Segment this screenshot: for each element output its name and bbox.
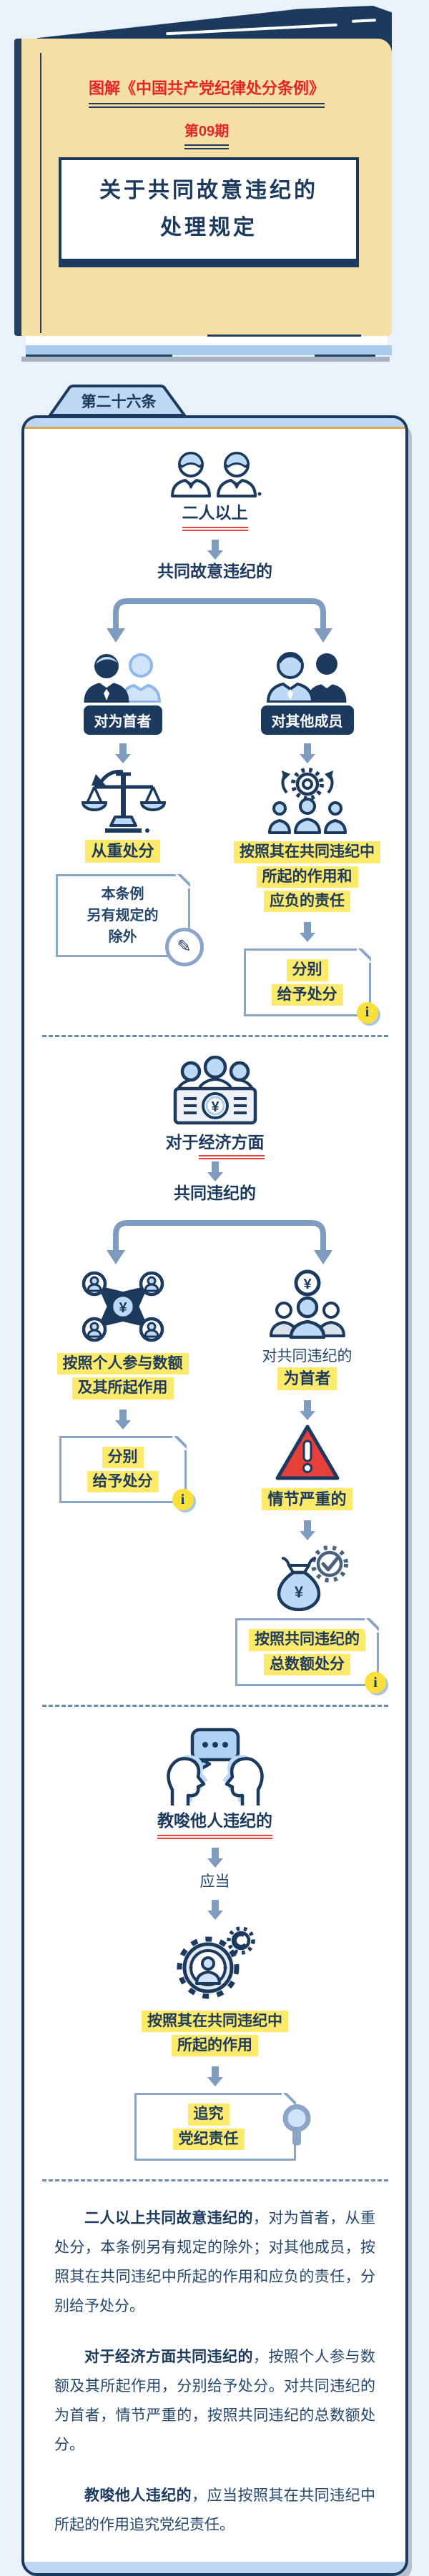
group-with-coin-icon: ¥ bbox=[269, 1269, 345, 1339]
flow3-modal-label: 应当 bbox=[199, 1873, 230, 1890]
arrow-down-icon bbox=[211, 1899, 219, 1911]
branch-arrows-icon bbox=[107, 1220, 332, 1265]
section-divider bbox=[41, 1034, 388, 1037]
svg-text:¥: ¥ bbox=[303, 1277, 312, 1292]
flow2-right-subject-bold: 为首者 bbox=[277, 1367, 337, 1390]
series-title: 图解《中国共产党纪律处分条例》 bbox=[21, 76, 392, 108]
page-edge-white bbox=[26, 336, 388, 345]
page-edge-line bbox=[207, 335, 361, 337]
page-edge-shadow bbox=[21, 357, 390, 362]
flow1-left-subject-pill: 对为首者 bbox=[83, 705, 162, 735]
arrow-down-icon bbox=[211, 539, 219, 550]
flow-section-3: 教唆他人违纪的 应当 按照其在共同违纪中 所起的作用 bbox=[24, 1725, 405, 2161]
card-bottom-strip bbox=[24, 2561, 405, 2573]
flow2-left-result-note: 分别 给予处分 i bbox=[59, 1435, 194, 1511]
arrow-down-icon bbox=[303, 743, 311, 755]
flow2-columns: ¥ 按照个人参与数额 及其所起作用 分别 给予处分 i bbox=[24, 1269, 405, 1694]
article-tab: 第二十六条 bbox=[47, 384, 190, 417]
summary-paragraph-1: 二人以上共同故意违纪的，对为首者，从重处分，本条例另有规定的除外；对其他成员，按… bbox=[54, 2210, 376, 2314]
issue-number: 第09期 bbox=[21, 119, 392, 149]
flow2-start-label: 对于经济方面 bbox=[166, 1132, 265, 1159]
gears-person-icon bbox=[177, 1926, 255, 1999]
card-top-strip bbox=[24, 418, 405, 429]
summary-paragraph-2: 对于经济方面共同违纪的，按照个人参与数额及其所起作用，分别给予处分。对共同违纪的… bbox=[54, 2348, 376, 2453]
info-icon: i bbox=[365, 1672, 386, 1694]
flow1-right-basis: 按照其在共同违纪中 所起的作用和 应负的责任 bbox=[234, 840, 380, 913]
flow3-start-label: 教唆他人违纪的 bbox=[157, 1811, 272, 1839]
flow2-left-branch: ¥ 按照个人参与数额 及其所起作用 分别 给予处分 i bbox=[31, 1269, 214, 1686]
pencil-icon: ✎ bbox=[164, 927, 204, 966]
money-group-icon: ¥ bbox=[173, 1055, 257, 1125]
arrow-down-icon bbox=[119, 1409, 127, 1420]
branch-arrows-icon bbox=[107, 598, 332, 643]
flow1-left-branch: 对为首者 bbox=[31, 647, 214, 1016]
flow3-basis: 按照其在共同违纪中 所起的作用 bbox=[142, 2009, 288, 2059]
flow1-start-label: 二人以上 bbox=[182, 503, 248, 531]
flow1-right-branch: 对其他成员 bbox=[216, 647, 398, 1024]
page-edge-line bbox=[315, 355, 375, 357]
tab-shape bbox=[49, 385, 186, 417]
dogear-icon bbox=[281, 2093, 296, 2108]
flow2-condition-label: 共同违纪的 bbox=[174, 1183, 256, 1202]
arrow-down-icon bbox=[303, 1520, 311, 1532]
other-members-icon bbox=[266, 652, 346, 703]
summary-text: 二人以上共同故意违纪的，对为首者，从重处分，本条例另有规定的除外；对其他成员，按… bbox=[24, 2194, 405, 2540]
section-divider bbox=[41, 2179, 388, 2182]
info-icon: i bbox=[172, 1489, 194, 1511]
flow1-right-subject-pill: 对其他成员 bbox=[260, 705, 354, 735]
page-title-line1: 关于共同故意违纪的 bbox=[99, 178, 318, 202]
page-title-line2: 处理规定 bbox=[160, 216, 257, 239]
arrow-down-icon bbox=[303, 922, 311, 933]
money-network-icon: ¥ bbox=[82, 1271, 164, 1342]
gear-team-icon bbox=[267, 768, 347, 835]
scale-of-justice-icon bbox=[81, 770, 166, 833]
arrow-down-icon bbox=[211, 1161, 219, 1172]
section-divider bbox=[41, 1705, 388, 1708]
flow2-right-subject-plain: 对共同违纪的 bbox=[262, 1348, 352, 1365]
spine-line bbox=[40, 53, 41, 333]
ringleader-icon bbox=[84, 653, 161, 703]
flow3-result-note: 追究 党纪责任 bbox=[134, 2093, 310, 2161]
dogear-icon bbox=[365, 1618, 379, 1633]
summary-paragraph-3: 教唆他人违纪的，应当按照其在共同违纪中所起的作用追究党纪责任。 bbox=[54, 2487, 376, 2533]
flow2-right-severity: 情节严重的 bbox=[262, 1487, 352, 1511]
flow-section-2: ¥ 对于经济方面 共同违纪的 bbox=[24, 1055, 405, 1694]
arrow-down-icon bbox=[211, 1847, 219, 1858]
svg-text:¥: ¥ bbox=[119, 1300, 127, 1316]
flow2-right-result-note: 按照共同违纪的 总数额处分 i bbox=[235, 1618, 386, 1694]
header-card: 图解《中国共产党纪律处分条例》 第09期 关于共同故意违纪的 处理规定 bbox=[14, 39, 392, 336]
arrow-down-icon bbox=[119, 743, 127, 755]
arrow-down-icon bbox=[211, 2066, 219, 2078]
arrow-down-icon bbox=[303, 1400, 311, 1411]
flow1-left-note: 本条例 另有规定的 除外 ✎ bbox=[55, 873, 204, 966]
warning-icon bbox=[275, 1425, 339, 1480]
dogear-icon bbox=[175, 873, 190, 888]
main-card: 二人以上 共同故意违纪的 bbox=[21, 415, 408, 2576]
flow1-left-action: 从重处分 bbox=[85, 840, 160, 863]
dogear-icon bbox=[356, 948, 371, 963]
svg-text:¥: ¥ bbox=[211, 1099, 220, 1115]
info-icon: i bbox=[356, 1001, 378, 1024]
flow1-right-result-note: 分别 给予处分 i bbox=[243, 948, 378, 1024]
moneybag-badge-icon: ¥ bbox=[277, 1545, 348, 1612]
article-number: 第二十六条 bbox=[81, 394, 157, 410]
two-persons-icon bbox=[170, 452, 261, 497]
instigation-heads-icon bbox=[166, 1728, 264, 1806]
magnifier-icon bbox=[278, 2102, 315, 2151]
page-edge-line bbox=[26, 355, 172, 357]
flow2-right-branch: ¥ 对共同违纪的 为首者 bbox=[216, 1269, 398, 1694]
flow-section-1: 二人以上 共同故意违纪的 bbox=[24, 443, 405, 1024]
dogear-icon bbox=[172, 1435, 187, 1450]
main-title-card: 关于共同故意违纪的 处理规定 bbox=[59, 157, 359, 267]
flow1-condition-label: 共同故意违纪的 bbox=[157, 561, 272, 580]
flow2-left-basis: 按照个人参与数额 及其所起作用 bbox=[56, 1352, 189, 1401]
flow1-columns: 对为首者 bbox=[24, 647, 405, 1024]
page-edge-blue bbox=[26, 345, 392, 355]
svg-text:¥: ¥ bbox=[294, 1583, 303, 1601]
